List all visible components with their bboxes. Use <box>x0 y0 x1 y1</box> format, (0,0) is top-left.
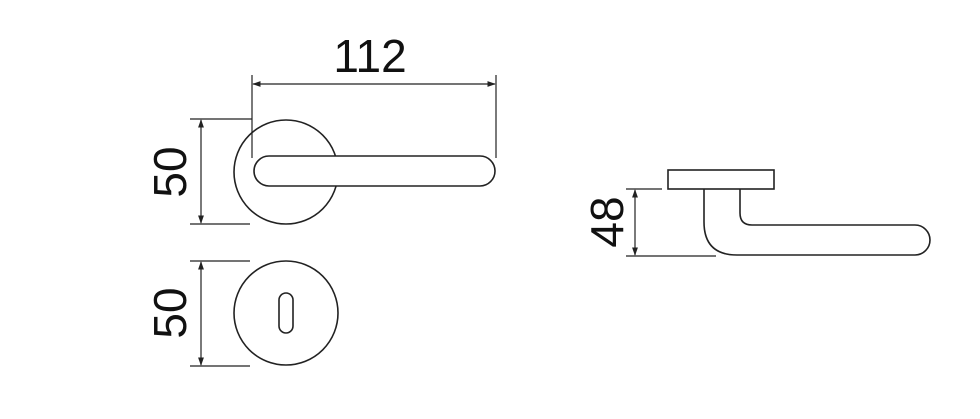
keyhole-slot <box>278 292 294 334</box>
dimension-112 <box>251 75 497 158</box>
escutcheon-circle <box>233 260 339 366</box>
dimension-48 <box>626 188 716 257</box>
dimension-50-escutcheon <box>190 260 250 367</box>
escutcheon-front-view <box>233 260 339 366</box>
lever-side-shape <box>703 189 931 256</box>
dimension-label-48: 48 <box>581 196 633 247</box>
dimension-label-50-rose: 50 <box>144 146 196 197</box>
dimension-label-50-escutcheon: 50 <box>144 287 196 338</box>
handle-side-view <box>667 169 931 256</box>
lever-front-shape <box>253 155 496 187</box>
handle-front-view <box>233 119 496 225</box>
dimension-label-112: 112 <box>333 30 406 82</box>
rose-side-plate <box>667 169 775 190</box>
dimension-50-rose <box>190 118 252 225</box>
